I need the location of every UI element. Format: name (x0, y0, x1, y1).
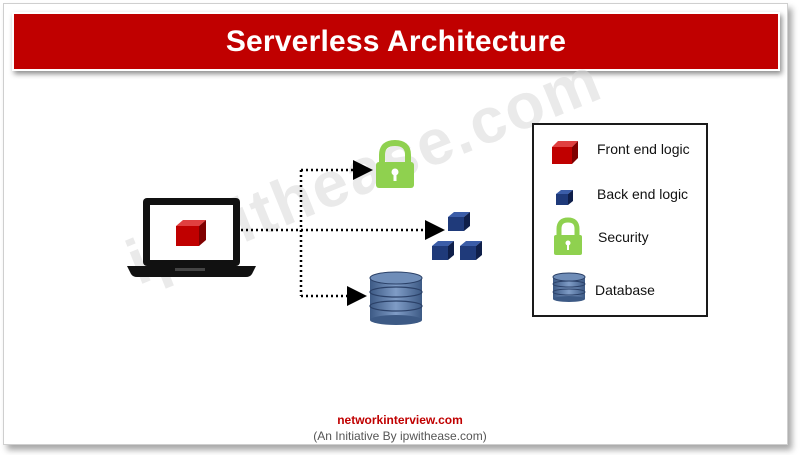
legend-label-front-end: Front end logic (597, 141, 690, 157)
legend-label-back-end: Back end logic (597, 186, 689, 202)
footer-site: networkinterview.com (337, 413, 463, 427)
legend-label-security: Security (598, 229, 649, 245)
legend-box: Front end logic Back end logic Security … (532, 123, 708, 317)
padlock-icon (376, 139, 414, 188)
back-end-cube-icon (432, 241, 454, 260)
legend-icons (552, 141, 586, 302)
legend-label-database: Database (595, 282, 655, 298)
legend-front-end-cube-icon (552, 141, 578, 164)
connector-lines (241, 160, 445, 306)
back-end-cube-icon (448, 212, 470, 231)
legend-padlock-icon (554, 217, 582, 255)
back-end-cube-icon (460, 241, 482, 260)
legend-back-end-cube-icon (556, 190, 573, 205)
database-icon (369, 271, 423, 325)
legend-database-icon (552, 272, 586, 302)
front-end-cube-icon (176, 220, 206, 246)
page-title: Serverless Architecture (12, 12, 780, 71)
footer-tagline: (An Initiative By ipwithease.com) (313, 429, 487, 443)
